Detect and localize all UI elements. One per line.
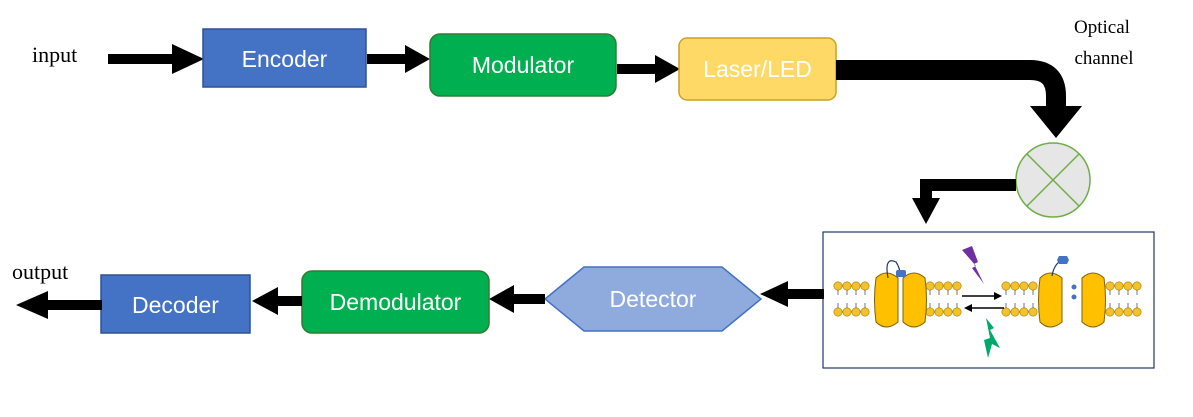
lipid-head: [860, 307, 870, 317]
lightning-bolt-icon: [984, 318, 1000, 358]
input-arrow: [108, 44, 204, 74]
lipid-head: [833, 307, 843, 317]
detector-block: Detector: [543, 266, 763, 332]
lipid-head: [1028, 307, 1038, 317]
decoder-label: Decoder: [132, 292, 219, 318]
lipid-head: [833, 281, 843, 291]
decoder-block: Decoder: [100, 274, 251, 334]
circle-cross-icon: [1015, 142, 1091, 218]
lipid-head: [851, 307, 861, 317]
lipid-head: [925, 307, 935, 317]
lipid-head: [934, 307, 944, 317]
mixer-membrane-arrow: [912, 179, 1016, 224]
detector-demodulator-arrow: [489, 285, 545, 313]
lipid-head: [1114, 281, 1124, 291]
modulator-label: Modulator: [472, 52, 575, 78]
optical-channel-label-line1: Optical: [1074, 17, 1130, 38]
lipid-head: [842, 307, 852, 317]
lipid-head: [934, 281, 944, 291]
lipid-head: [1123, 281, 1133, 291]
lipid-head: [1001, 307, 1011, 317]
lipid-head: [1010, 281, 1020, 291]
lipid-head: [1132, 307, 1142, 317]
encoder-block: Encoder: [202, 28, 367, 88]
lipid-head: [1001, 281, 1011, 291]
lipid-head: [925, 281, 935, 291]
lipid-head: [1019, 281, 1029, 291]
lipid-head: [943, 281, 953, 291]
lipid-head: [1028, 281, 1038, 291]
laser-led-block: Laser/LED: [678, 37, 837, 101]
demodulator-block: Demodulator: [301, 270, 490, 334]
lipid-head: [952, 281, 962, 291]
lipid-head: [1105, 307, 1115, 317]
membrane-detector-arrow: [760, 281, 824, 307]
modulator-source-arrow: [617, 55, 680, 83]
modulator-block: Modulator: [429, 33, 617, 97]
detector-label: Detector: [610, 286, 697, 312]
lipid-head: [1105, 281, 1115, 291]
lipid-head: [943, 307, 953, 317]
demodulator-decoder-arrow: [252, 287, 302, 315]
lipid-head: [860, 281, 870, 291]
output-label: output: [12, 259, 68, 284]
encoder-modulator-arrow: [367, 45, 430, 73]
lightning-bolt-icon: [962, 246, 984, 284]
lipid-head: [1010, 307, 1020, 317]
input-label: input: [32, 42, 77, 67]
lipid-bilayer: [833, 281, 1142, 317]
lipid-head: [1019, 307, 1029, 317]
lipid-head: [952, 307, 962, 317]
optical-channel-label-line2: channel: [1074, 48, 1133, 69]
demodulator-label: Demodulator: [330, 289, 462, 315]
ion-channel-membrane-icon: [822, 231, 1155, 369]
output-arrow: [16, 291, 102, 319]
lipid-head: [1123, 307, 1133, 317]
lipid-head: [851, 281, 861, 291]
laser-led-label: Laser/LED: [703, 56, 812, 82]
lipid-head: [1114, 307, 1124, 317]
optical-channel-path: [836, 60, 1082, 138]
encoder-label: Encoder: [242, 46, 328, 72]
lipid-head: [842, 281, 852, 291]
lipid-head: [1132, 281, 1142, 291]
